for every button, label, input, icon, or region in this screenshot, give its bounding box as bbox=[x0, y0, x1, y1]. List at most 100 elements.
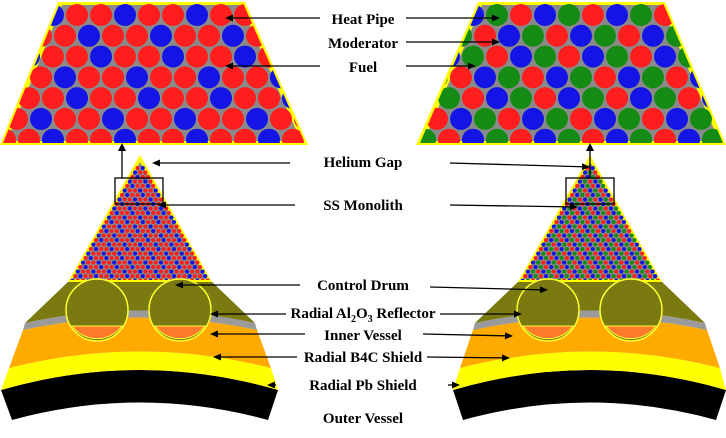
label-moderator: Moderator bbox=[328, 36, 398, 52]
fuel-cell bbox=[78, 228, 83, 234]
fuel-cell bbox=[520, 255, 523, 261]
fuel-cell bbox=[151, 165, 156, 171]
heat-pipe-cell bbox=[80, 233, 86, 238]
fuel-cell bbox=[164, 260, 169, 265]
fuel-cell bbox=[135, 237, 140, 243]
heat-pipe-cell bbox=[184, 242, 190, 247]
moderator-cell bbox=[498, 66, 520, 89]
fuel-cell bbox=[582, 269, 588, 274]
fuel-cell bbox=[588, 233, 593, 238]
fuel-cell bbox=[96, 215, 101, 220]
heat-pipe-cell bbox=[138, 215, 143, 220]
fuel-cell bbox=[109, 174, 114, 180]
moderator-cell bbox=[618, 107, 640, 130]
fuel-cell bbox=[177, 273, 182, 279]
fuel-cell bbox=[73, 210, 78, 216]
fuel-cell bbox=[655, 278, 660, 280]
heat-pipe-cell bbox=[523, 201, 528, 207]
fuel-cell bbox=[585, 192, 590, 198]
heat-pipe-cell bbox=[661, 170, 665, 174]
heat-pipe-cell bbox=[614, 251, 619, 256]
fuel-cell bbox=[83, 174, 88, 180]
heat-pipe-cell bbox=[536, 197, 541, 202]
heat-pipe-cell bbox=[575, 192, 580, 198]
fuel-cell bbox=[632, 219, 637, 225]
heat-pipe-cell bbox=[88, 255, 93, 261]
moderator-cell bbox=[637, 228, 642, 234]
moderator-cell bbox=[585, 210, 590, 216]
moderator-cell bbox=[590, 228, 595, 234]
fuel-cell bbox=[114, 219, 119, 225]
moderator-cell bbox=[640, 269, 645, 274]
heat-pipe-cell bbox=[420, 87, 436, 110]
fuel-cell bbox=[143, 197, 148, 202]
leader-arrows bbox=[152, 14, 590, 389]
fuel-cell bbox=[192, 219, 197, 225]
heat-pipe-cell bbox=[525, 188, 530, 193]
heat-pipe-cell bbox=[714, 24, 723, 47]
fuel-cell bbox=[109, 183, 114, 189]
fuel-cell bbox=[192, 192, 197, 198]
fuel-cell bbox=[73, 246, 78, 252]
moderator-cell bbox=[714, 66, 723, 89]
heat-pipe-cell bbox=[629, 251, 634, 256]
heat-pipe-cell bbox=[73, 255, 78, 261]
fuel-cell bbox=[148, 206, 153, 211]
fuel-cell bbox=[211, 188, 215, 192]
heat-pipe-cell bbox=[184, 188, 190, 193]
fuel-cell bbox=[171, 264, 177, 270]
fuel-cell bbox=[608, 170, 614, 175]
fuel-cell bbox=[125, 183, 130, 189]
moderator-cell bbox=[598, 179, 603, 184]
fuel-cell bbox=[569, 273, 575, 279]
fuel-cell bbox=[564, 228, 569, 234]
heat-pipe-cell bbox=[538, 228, 543, 234]
moderator-cell bbox=[614, 260, 619, 265]
moderator-cell bbox=[702, 4, 723, 26]
fuel-cell bbox=[530, 278, 536, 280]
moderator-cell bbox=[595, 219, 601, 225]
fuel-cell bbox=[166, 237, 171, 243]
moderator-cell bbox=[520, 179, 525, 184]
fuel-cell bbox=[158, 278, 164, 280]
heat-pipe-cell bbox=[515, 206, 519, 210]
fuel-cell bbox=[603, 206, 608, 211]
moderator-cell bbox=[634, 224, 640, 229]
heat-pipe-cell bbox=[658, 264, 660, 270]
fuel-cell bbox=[601, 219, 606, 225]
fuel-cell bbox=[99, 228, 104, 234]
fuel-cell bbox=[205, 170, 210, 175]
moderator-cell bbox=[653, 255, 658, 261]
fuel-cell bbox=[678, 87, 700, 110]
heat-pipe-cell bbox=[78, 273, 83, 279]
heat-pipe-cell bbox=[486, 87, 508, 110]
moderator-cell bbox=[580, 192, 585, 198]
fuel-cell bbox=[132, 188, 138, 193]
moderator-cell bbox=[594, 24, 616, 47]
fuel-cell bbox=[598, 242, 603, 247]
fuel-cell bbox=[632, 273, 637, 279]
fuel-cell bbox=[75, 278, 80, 280]
fuel-cell bbox=[156, 228, 161, 234]
arrow-reflector-left bbox=[210, 310, 286, 318]
heat-pipe-cell bbox=[520, 170, 525, 175]
heat-pipe-cell bbox=[520, 210, 523, 216]
fuel-cell bbox=[650, 206, 655, 211]
heat-pipe-cell bbox=[582, 251, 588, 256]
heat-pipe-cell bbox=[523, 228, 528, 234]
fuel-cell bbox=[642, 174, 647, 180]
heat-pipe-cell bbox=[590, 273, 595, 279]
heat-pipe-cell bbox=[577, 260, 582, 265]
heat-pipe-cell bbox=[91, 269, 96, 274]
heat-pipe-cell bbox=[562, 260, 567, 265]
fuel-cell bbox=[75, 206, 80, 211]
fuel-cell bbox=[88, 246, 93, 252]
fuel-cell bbox=[210, 45, 232, 68]
fuel-cell bbox=[582, 188, 588, 193]
fuel-cell bbox=[650, 233, 655, 238]
fuel-cell bbox=[200, 224, 205, 229]
moderator-cell bbox=[588, 251, 593, 256]
fuel-cell bbox=[575, 237, 580, 243]
heat-pipe-cell bbox=[580, 264, 585, 270]
fuel-cell bbox=[528, 264, 533, 270]
